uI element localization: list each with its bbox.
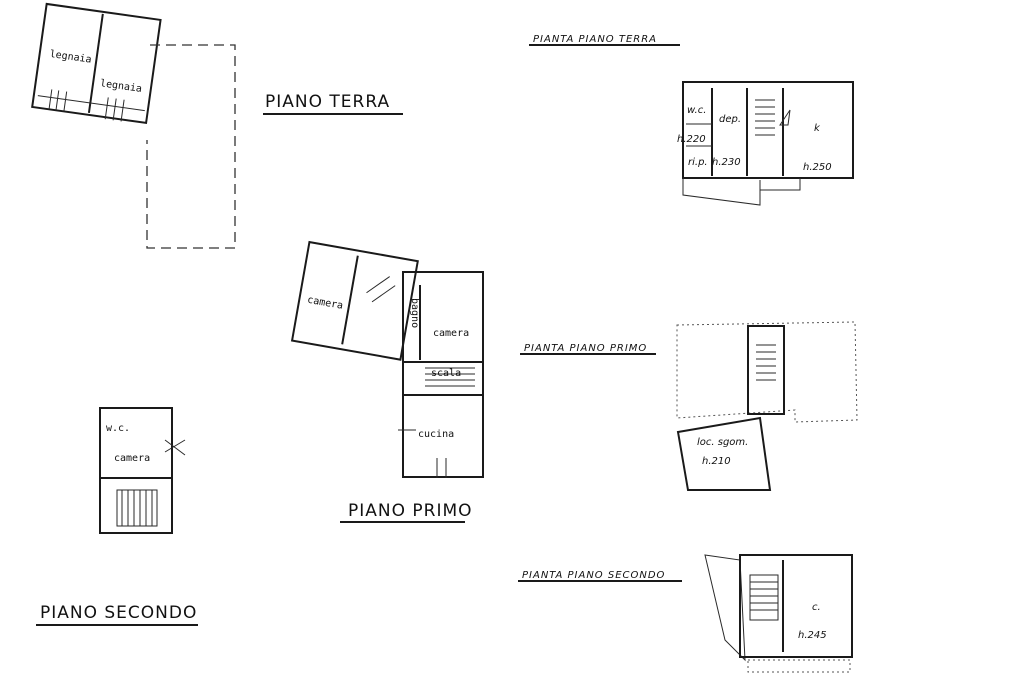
room-legnaia-1: legnaia	[49, 49, 92, 66]
label-pt-h220: h.220	[677, 134, 706, 145]
primo-left-diag	[366, 276, 396, 303]
room-camera-3: camera	[114, 453, 150, 464]
room-cucina: cucina	[418, 429, 454, 440]
terra-left-outline	[31, 2, 162, 125]
room-scala: scala	[431, 368, 461, 379]
ps-stair-box	[749, 574, 779, 621]
title-piano-primo: PIANO PRIMO	[348, 501, 473, 521]
room-bagno: bagno	[409, 298, 420, 328]
label-pp-h210: h.210	[702, 456, 731, 467]
room-camera-1: camera	[306, 295, 343, 312]
primo-stair-treads	[425, 367, 475, 387]
label-pt-wc: w.c.	[687, 105, 706, 116]
plan-pianta-piano-primo: loc. sgom. h.210	[676, 321, 858, 491]
plan-piano-secondo-left: w.c. camera	[99, 407, 186, 534]
label-pt-dep: dep.	[719, 114, 741, 125]
ps-stair-treads	[750, 581, 778, 611]
primo-right-block	[402, 271, 484, 478]
plan-pianta-piano-secondo: c. h.245	[704, 554, 853, 673]
title-pianta-piano-secondo: PIANTA PIANO SECONDO	[522, 570, 665, 581]
secondo-left-stair-treads	[121, 490, 153, 526]
pp-dotted-outline	[676, 321, 858, 423]
terra-left-front	[37, 95, 145, 112]
title-pianta-piano-terra: PIANTA PIANO TERRA	[533, 34, 657, 45]
label-pp-loc-sgom: loc. sgom.	[697, 437, 748, 448]
ps-dotted-balcony	[747, 659, 851, 673]
label-ps-c: c.	[812, 602, 821, 613]
ps-wedge	[704, 554, 746, 662]
plan-piano-primo-left: camera bagno camera scala cucina	[290, 240, 484, 478]
label-pt-rip: ri.p.	[688, 157, 708, 168]
terra-left-partition	[87, 13, 104, 114]
label-pt-h230: h.230	[712, 157, 741, 168]
pp-loc-sgom-outline	[676, 416, 772, 491]
title-piano-terra: PIANO TERRA	[265, 92, 390, 112]
pp-stair-treads	[756, 344, 776, 381]
room-wc: w.c.	[106, 423, 130, 434]
ps-outline	[739, 554, 853, 658]
primo-openings	[398, 429, 447, 478]
pt-stair-treads	[755, 99, 775, 136]
room-legnaia-2: legnaia	[99, 78, 142, 95]
terra-left-openings	[48, 89, 125, 122]
label-ps-h245: h.245	[798, 630, 827, 641]
pp-stair-core	[747, 325, 785, 415]
pt-lower-outline	[682, 178, 801, 206]
pt-outline	[682, 81, 854, 179]
secondo-left-stair-box	[116, 489, 158, 527]
room-camera-2: camera	[433, 328, 469, 339]
title-pianta-piano-primo: PIANTA PIANO PRIMO	[524, 343, 647, 354]
primo-left-wing-partition	[341, 255, 359, 345]
secondo-left-outline	[99, 407, 173, 534]
terra-left-dashed-area	[146, 44, 236, 249]
primo-left-wing	[290, 240, 419, 361]
plan-pianta-piano-terra: w.c. dep. k h.220 ri.p. h.230 h.250	[677, 81, 854, 206]
label-pt-k: k	[814, 123, 821, 134]
pt-stair-arrow	[779, 109, 791, 126]
label-pt-h250: h.250	[803, 162, 832, 173]
secondo-left-window	[164, 439, 186, 456]
title-piano-secondo: PIANO SECONDO	[40, 603, 197, 623]
plan-piano-terra-left: legnaia legnaia	[31, 2, 162, 125]
